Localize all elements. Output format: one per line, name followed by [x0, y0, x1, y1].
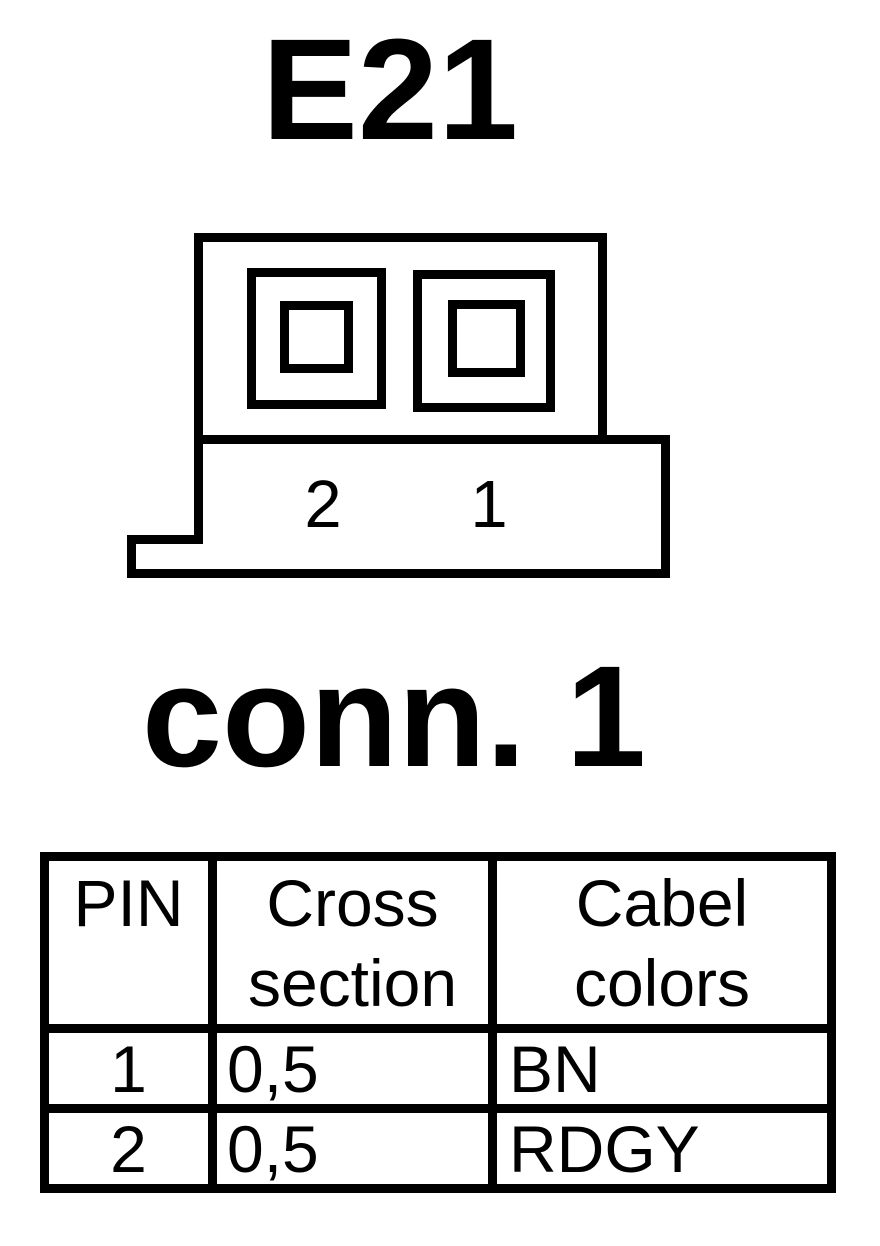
pinout-header-cross-section: Cross section	[208, 852, 497, 1033]
pinout-header-pin: PIN	[40, 852, 217, 1033]
pinout-header-cable-colors: Cabel colors	[488, 852, 836, 1033]
table-row: 1 0,5 BN	[40, 1024, 836, 1113]
pin-number-label-2: 2	[304, 467, 342, 542]
cable-color-cell: RDGY	[488, 1104, 836, 1193]
cross-section-cell: 0,5	[208, 1104, 497, 1193]
pin-number-label-1: 1	[470, 467, 508, 542]
cable-color-cell: BN	[488, 1024, 836, 1113]
page-title: E21	[261, 9, 519, 170]
connector-label: conn. 1	[141, 636, 647, 797]
pin-cell: 2	[40, 1104, 217, 1193]
connector-base-outline	[194, 435, 670, 578]
pinout-table-header-row: PIN Cross section Cabel colors	[40, 852, 836, 1033]
pin-cell: 1	[40, 1024, 217, 1113]
connector-mount-tab	[127, 535, 203, 578]
pinout-table: PIN Cross section Cabel colors 1 0,5 BN …	[40, 852, 836, 1193]
pin-cavity-1-inner	[448, 300, 525, 377]
pin-cavity-2-inner	[280, 301, 353, 373]
cross-section-cell: 0,5	[208, 1024, 497, 1113]
table-row: 2 0,5 RDGY	[40, 1104, 836, 1193]
